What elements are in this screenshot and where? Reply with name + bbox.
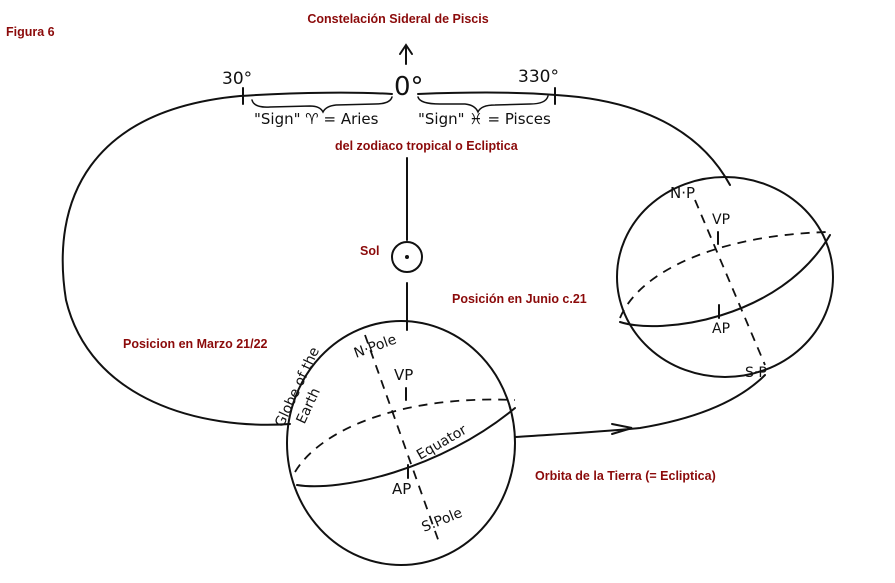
earth-globe-june — [616, 176, 834, 378]
earth-globe-march — [286, 320, 516, 566]
aries-sign: "Sign" ♈ = Aries — [254, 110, 379, 128]
pisces-sign: "Sign" ♓ = Pisces — [418, 110, 551, 128]
globe-axis — [364, 334, 441, 546]
sphere-ap-label: AP — [712, 321, 730, 337]
aries-brace — [251, 96, 393, 114]
june-position-label: Posición en Junio c.21 — [452, 292, 587, 306]
up-arrowhead-icon — [399, 43, 413, 55]
pisces-brace — [417, 95, 549, 114]
north-pole-label: N·Pole — [352, 332, 399, 362]
deg-0: 0° — [394, 72, 424, 102]
sphere-equator — [619, 234, 831, 328]
figure-label: Figura 6 — [6, 25, 55, 39]
orbit-label: Orbita de la Tierra (= Ecliptica) — [535, 469, 716, 483]
earth-orbit-lower — [514, 374, 766, 438]
sun-center-dot — [405, 255, 409, 259]
globe-label: Globe of the Earth — [272, 345, 324, 430]
south-pole-label: S.Pole — [420, 505, 465, 536]
globe-back-equator — [294, 398, 516, 473]
sphere-sp-label: S·P — [745, 365, 767, 381]
sun-label: Sol — [360, 244, 379, 258]
march-position-label: Posicion en Marzo 21/22 — [123, 337, 268, 351]
diagram-title: Constelación Sideral de Piscis — [307, 12, 488, 26]
subtitle: del zodiaco tropical o Ecliptica — [335, 139, 519, 153]
equator-label: Equator — [414, 422, 470, 463]
earth-orbit — [61, 91, 731, 426]
deg-30: 30° — [222, 69, 252, 89]
orbit-direction-arrow — [611, 423, 633, 435]
globe-equator — [296, 407, 516, 488]
sphere-back-equator — [619, 231, 829, 319]
sphere-np-label: N·P — [670, 184, 695, 202]
ap-label: AP — [392, 480, 411, 498]
deg-330: 330° — [518, 67, 559, 87]
sphere-vp-label: VP — [712, 212, 730, 228]
vp-label: VP — [394, 366, 413, 384]
sun-icon — [391, 241, 423, 273]
sphere-axis — [694, 199, 766, 366]
